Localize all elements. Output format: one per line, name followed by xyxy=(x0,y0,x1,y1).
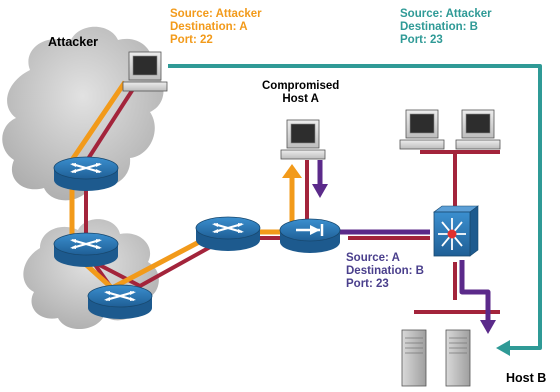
workstation-icon xyxy=(455,109,501,150)
server-icon xyxy=(401,329,427,387)
flow-destination: Destination: B xyxy=(400,21,478,33)
flow-source: Source: Attacker xyxy=(400,8,492,20)
workstation-icon xyxy=(122,51,168,92)
host-b-label: Host B xyxy=(506,371,547,385)
router-icon xyxy=(52,155,120,193)
switch-icon xyxy=(433,205,479,257)
compromised-host-label: Compromised Host A xyxy=(262,80,339,106)
flow-source: Source: Attacker xyxy=(170,8,262,20)
compromised-host-line1: Compromised xyxy=(262,80,340,92)
flow-path-a-to-b xyxy=(312,160,496,334)
flow-label-a-to-b: Source: A Destination: B Port: 23 xyxy=(346,252,424,291)
flow-destination: Destination: A xyxy=(170,21,248,33)
router-icon xyxy=(52,231,120,269)
flow-port: Port: 23 xyxy=(400,34,443,46)
router-icon xyxy=(194,215,262,253)
flow-path-attacker-to-b xyxy=(168,64,542,356)
flow-destination: Destination: B xyxy=(346,265,424,277)
flow-label-attacker-to-a: Source: Attacker Destination: A Port: 22 xyxy=(170,8,262,47)
flow-source: Source: A xyxy=(346,252,400,264)
flow-label-attacker-to-b: Source: Attacker Destination: B Port: 23 xyxy=(400,8,492,47)
firewall-icon xyxy=(279,218,341,253)
workstation-icon xyxy=(399,109,445,150)
server-icon xyxy=(445,329,471,387)
flow-port: Port: 23 xyxy=(346,278,389,290)
attacker-label: Attacker xyxy=(48,35,99,49)
compromised-host-line2: Host A xyxy=(282,93,319,105)
flow-port: Port: 22 xyxy=(170,34,213,46)
workstation-icon xyxy=(280,119,326,160)
router-icon xyxy=(86,283,154,321)
